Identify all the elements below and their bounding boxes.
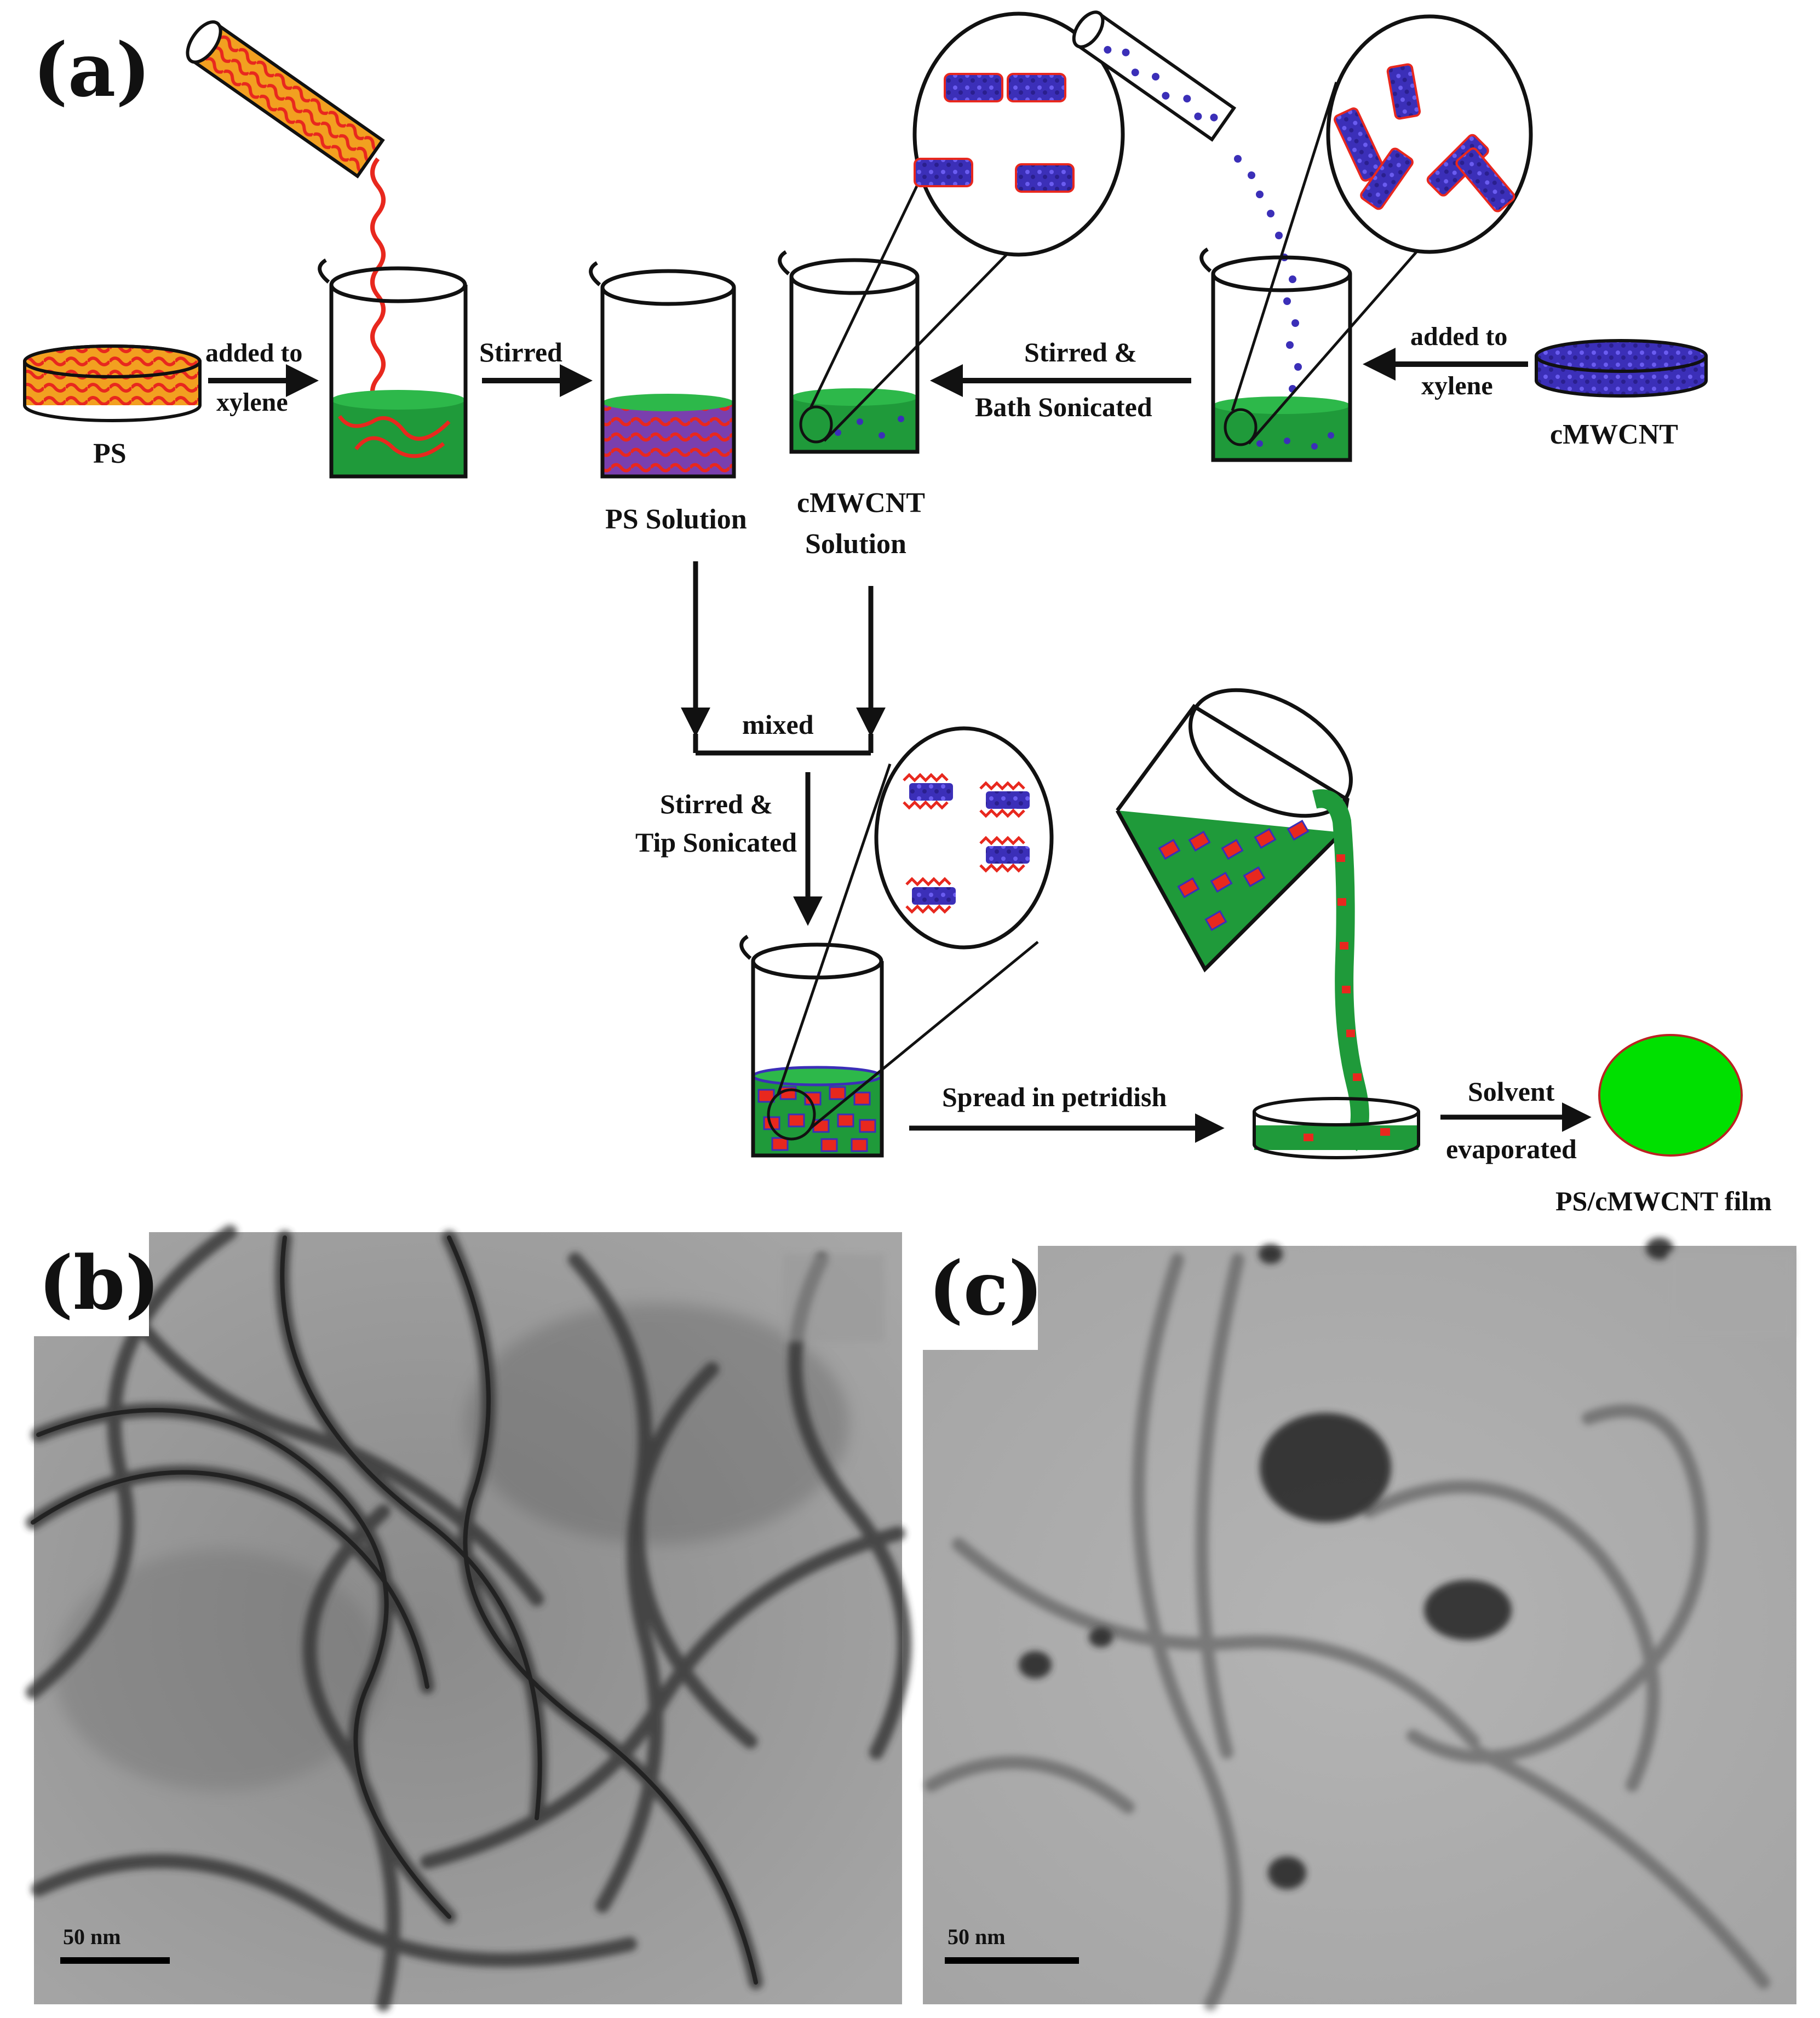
solvent-label-2: evaporated <box>1446 1134 1577 1164</box>
zoom-aggregated-cnt <box>1326 14 1533 254</box>
xylene-label-2: xylene <box>1421 371 1493 400</box>
panel-c-corner-box <box>1668 1251 1794 1339</box>
mixed-label: mixed <box>742 709 814 740</box>
zoom-dispersed-cnt <box>912 12 1125 257</box>
mixing-arrows <box>681 561 886 926</box>
stirred-bath-label-2: Bath Sonicated <box>975 392 1152 422</box>
panel-b-label-bg <box>34 1232 149 1336</box>
panel-b-tem: (b) 50 nm <box>26 1225 912 2011</box>
solvent-label-1: Solvent <box>1468 1076 1555 1107</box>
scale-bar-b-label: 50 nm <box>63 1924 121 1949</box>
zoom-wrapped-cnt <box>874 726 1054 950</box>
scale-bar-c-label: 50 nm <box>948 1924 1006 1949</box>
panel-c-tem: (c) 50 nm <box>923 1238 1796 2011</box>
ps-cmwcnt-film <box>1598 1034 1743 1157</box>
beaker-ps-xylene <box>318 258 468 479</box>
ps-dish <box>23 344 202 422</box>
added-to-label-2: added to <box>1410 322 1507 351</box>
stirred-tip-label-2: Tip Sonicated <box>635 827 797 858</box>
spread-label: Spread in petridish <box>942 1082 1167 1112</box>
panel-b-label: (b) <box>38 1239 160 1326</box>
panel-c-label-bg <box>923 1246 1038 1350</box>
added-to-label-1: added to <box>205 338 302 367</box>
cmwcnt-label: cMWCNT <box>1550 419 1678 450</box>
panel-a: (a) PS added to xylene <box>23 10 1772 1216</box>
beaker-cmwcnt-solution <box>778 87 1080 454</box>
xylene-label-1: xylene <box>216 388 288 417</box>
panel-a-label: (a) <box>33 26 151 113</box>
ps-label: PS <box>93 438 127 469</box>
stirred-label: Stirred <box>479 337 562 367</box>
cmwcnt-dish <box>1535 339 1708 398</box>
ps-solution-label: PS Solution <box>605 504 747 535</box>
receiving-petridish <box>1253 1097 1420 1159</box>
film-label: PS/cMWCNT film <box>1555 1186 1772 1216</box>
stirred-bath-label-1: Stirred & <box>1024 337 1137 367</box>
panel-c-label: (c) <box>928 1245 1043 1332</box>
tilted-cnt-dish <box>1072 10 1237 142</box>
cmwcnt-solution-label-1: cMWCNT <box>797 487 925 519</box>
tilted-ps-dish <box>186 20 385 179</box>
pour-stream-particles <box>1336 854 1362 1081</box>
stirred-tip-label-1: Stirred & <box>660 789 773 819</box>
cmwcnt-solution-label-2: Solution <box>805 528 906 560</box>
beaker-ps-solution <box>589 261 736 479</box>
beaker-mixture <box>739 763 1039 1158</box>
panel-b-corner-box <box>783 1254 885 1342</box>
